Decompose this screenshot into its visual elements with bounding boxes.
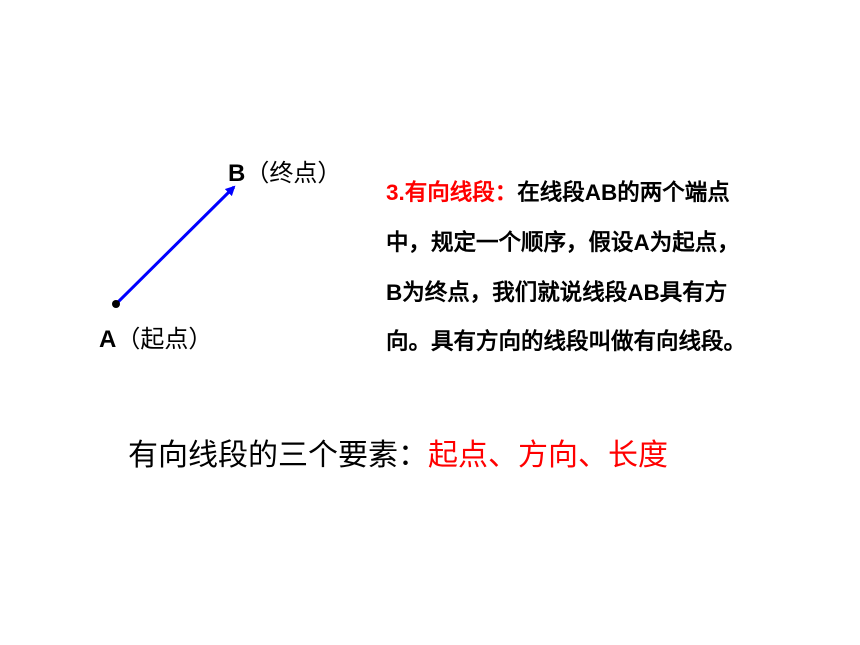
definition-text-2b: A [633,230,650,255]
definition-text-2c: 为起点， [649,230,740,256]
definition-heading: 3.有向线段： [386,180,518,205]
definition-text-3b: 为终点，我们就说线段 [402,280,628,306]
definition-text-3a: B [386,280,403,305]
three-elements-prefix: 有向线段的三个要素： [128,438,428,473]
point-a-note: （起点） [116,325,213,353]
point-a-label: A（起点） [99,324,212,355]
definition-line-2: 中，规定一个顺序，假设A为起点， [386,218,846,268]
three-elements-line: 有向线段的三个要素：起点、方向、长度 [128,434,668,478]
definition-text-3d: 具有方 [659,280,728,306]
definition-line-4: 向。具有方向的线段叫做有向线段。 [386,329,747,355]
definition-text: 3.有向线段：在线段AB的两个端点 中，规定一个顺序，假设A为起点， B为终点，… [386,168,846,367]
definition-text-3c: AB [627,280,660,305]
point-a-letter: A [99,326,117,353]
definition-text-1b: AB [584,180,618,205]
point-b-letter: B [228,160,246,187]
directed-segment-ab [114,185,236,306]
definition-line-1: 3.有向线段：在线段AB的两个端点 [386,168,846,218]
definition-text-1a: 在线段 [517,180,585,206]
definition-text-2a: 中，规定一个顺序，假设 [386,230,634,256]
point-b-label: B（终点） [228,158,341,189]
point-a-dot [112,300,120,308]
definition-line-3: B为终点，我们就说线段AB具有方 [386,268,846,318]
definition-text-1c: 的两个端点 [617,180,730,206]
point-b-note: （终点） [245,159,342,187]
three-elements-items: 起点、方向、长度 [428,438,668,473]
